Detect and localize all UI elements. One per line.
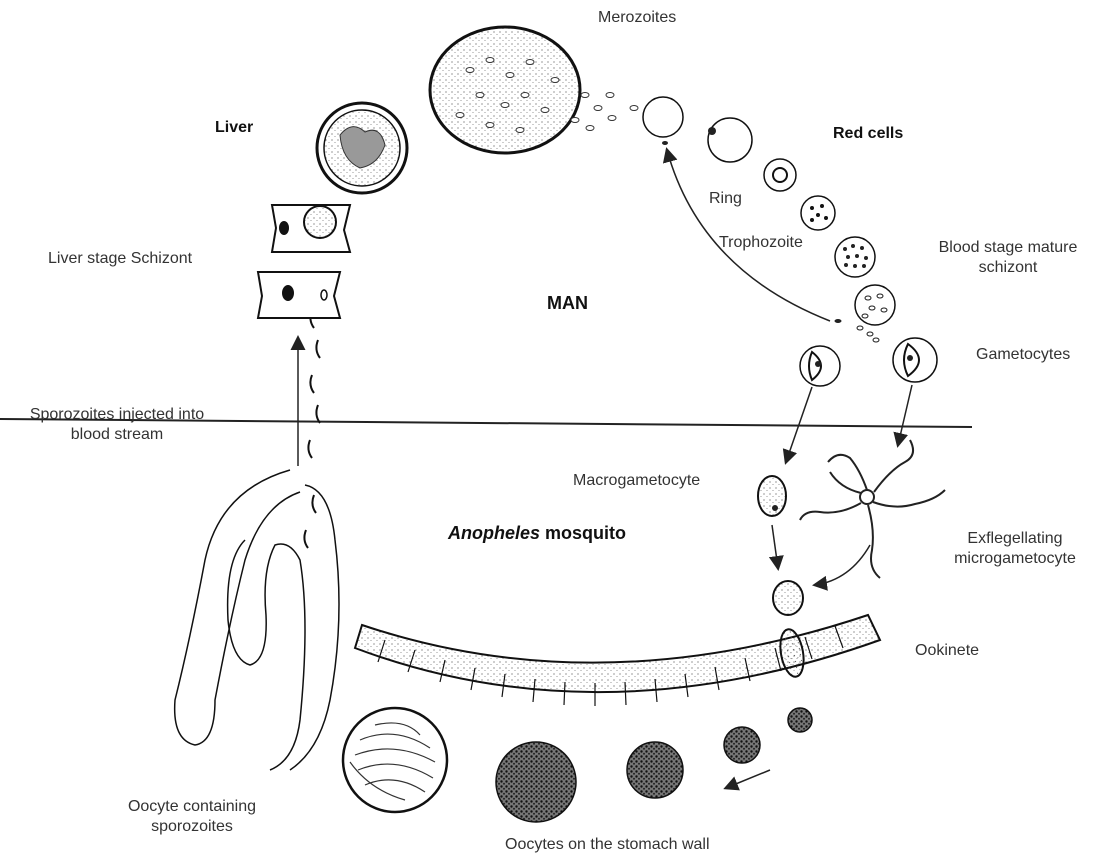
anopheles-mosquito-label: Anopheles mosquito: [448, 523, 626, 543]
oocyte-small-1: [788, 708, 812, 732]
gametocyte-right: [893, 338, 937, 382]
liver-stage-schizont-label: Liver stage Schizont: [48, 249, 192, 269]
liver-cell: [317, 103, 407, 193]
exflagellating-microgametocyte: [800, 440, 945, 578]
man-label: MAN: [547, 293, 588, 313]
gametocytes-label: Gametocytes: [976, 345, 1070, 365]
red-cell-invaded: [643, 97, 683, 137]
macrogametocyte-label: Macrogametocyte: [573, 471, 700, 491]
ookinete-label: Ookinete: [915, 641, 979, 661]
merozoite-release-schizont: [430, 27, 638, 153]
oocyte-sporozoites-label: Oocyte containing sporozoites: [102, 797, 282, 837]
zygote: [773, 581, 803, 615]
exflagellating-label: Exflegellating microgametocyte: [940, 529, 1090, 569]
hepatocyte-infected: [258, 272, 340, 318]
oocyte-containing-sporozoites: [343, 708, 447, 812]
liver-label: Liver: [215, 118, 253, 138]
blood-stage-mature-schizont: [835, 237, 875, 277]
bursting-schizont: [835, 285, 896, 342]
sporozoites: [304, 310, 320, 548]
oocyte-medium: [627, 742, 683, 798]
macrogametocyte: [758, 476, 786, 516]
oocyte-small-2: [724, 727, 760, 763]
ring-label: Ring: [709, 189, 742, 209]
salivary-glands: [175, 470, 339, 770]
merozoites-label: Merozoites: [598, 8, 676, 28]
trophozoite-label: Trophozoite: [719, 233, 803, 253]
sporozoites-injected-label: Sporozoites injected into blood stream: [4, 405, 230, 445]
gametocyte-left: [800, 346, 840, 386]
oocytes-stomach-wall-label: Oocytes on the stomach wall: [505, 835, 710, 855]
red-cells-label: Red cells: [833, 124, 903, 144]
hepatocyte-with-schizont: [272, 205, 350, 252]
ring-stage: [764, 159, 796, 191]
blood-stage-schizont-label: Blood stage mature schizont: [920, 238, 1095, 278]
oocyte-large: [496, 742, 576, 822]
trophozoite-stage: [801, 196, 835, 230]
red-cell: [708, 118, 752, 162]
